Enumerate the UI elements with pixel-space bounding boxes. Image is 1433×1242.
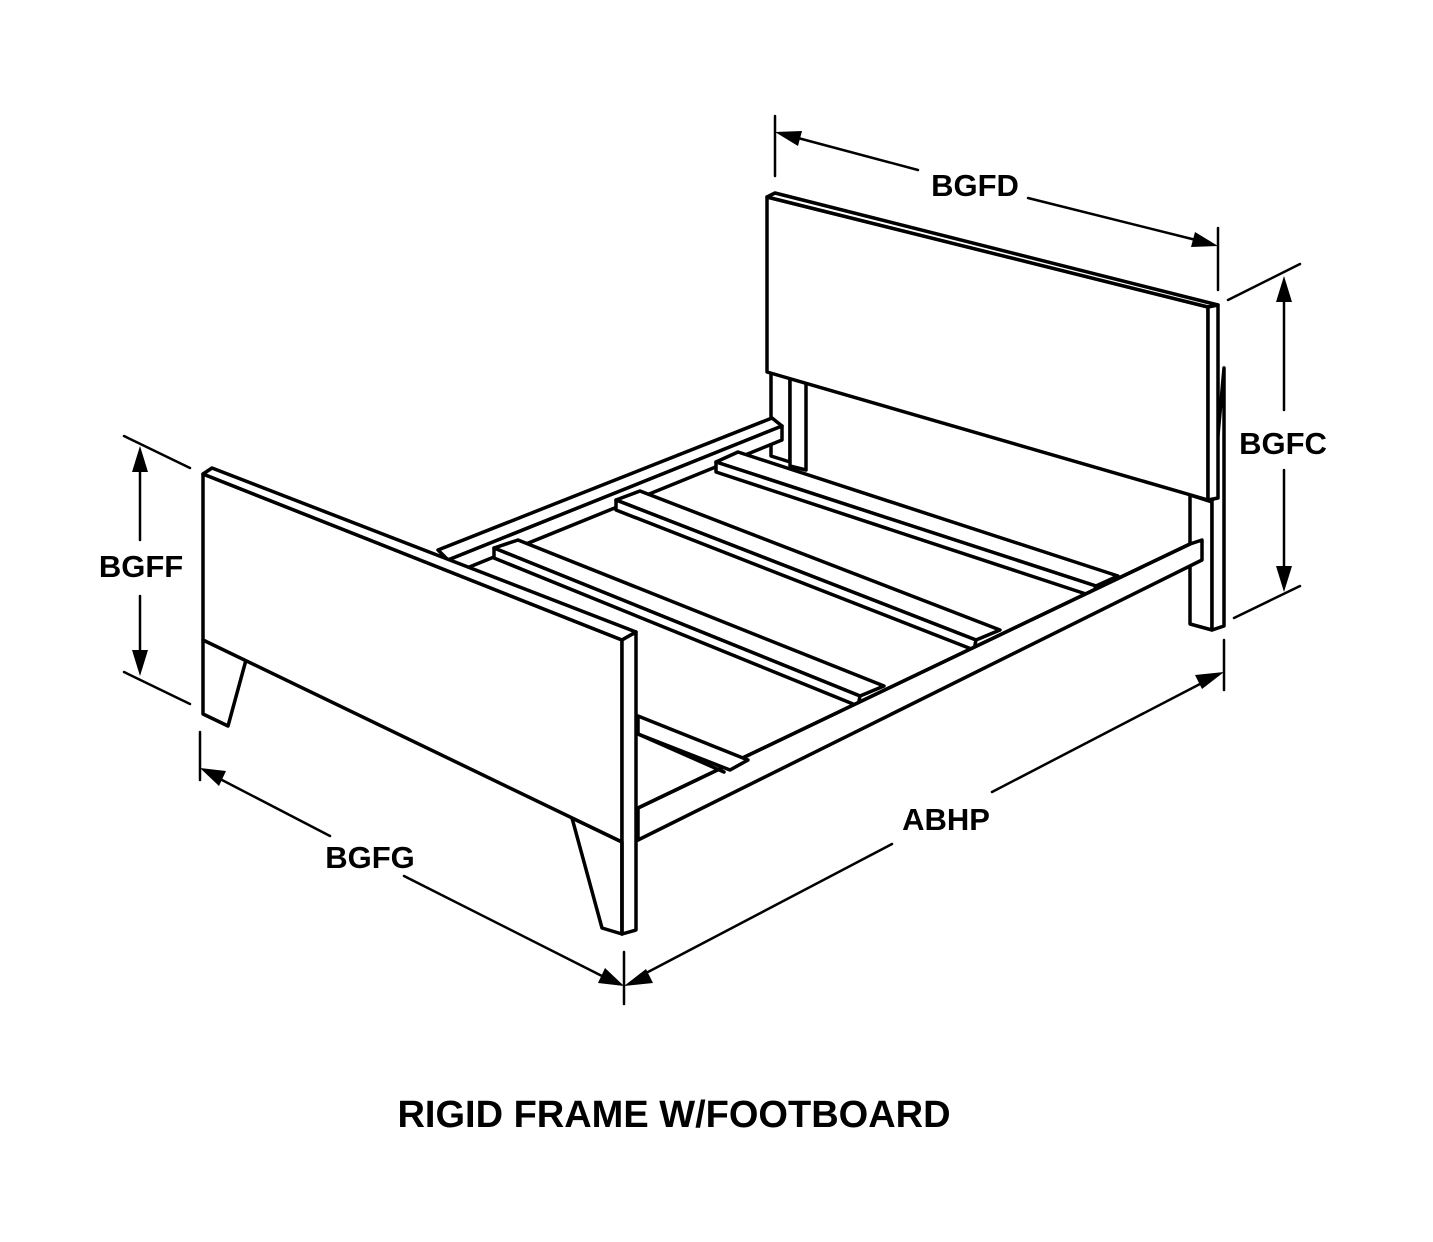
arrow-bgff-top xyxy=(132,446,148,472)
footboard-inner-rail-a xyxy=(636,714,750,772)
arrow-abhp-left xyxy=(624,969,653,986)
arrow-abhp-right xyxy=(1195,672,1224,689)
right-side-rail xyxy=(636,538,1204,842)
arrow-bgfc-bottom xyxy=(1276,566,1292,592)
dimension-bgff: BGFF xyxy=(99,434,192,706)
dimension-abhp: ABHP xyxy=(624,638,1226,986)
headboard-left-post-a xyxy=(769,370,792,464)
arrow-bgfd-right xyxy=(1191,232,1218,247)
label-bgff: BGFF xyxy=(99,549,183,584)
arrow-bgfd-left xyxy=(775,131,802,146)
headboard-left-post-b xyxy=(788,376,808,472)
label-bgfd: BGFD xyxy=(931,168,1019,203)
headboard-panel-front xyxy=(765,195,1210,502)
label-bgfg: BGFG xyxy=(325,840,415,875)
dimension-bgfc: BGFC xyxy=(1226,262,1327,620)
arrow-bgfc-top xyxy=(1276,276,1292,302)
label-abhp: ABHP xyxy=(902,802,990,837)
diagram-caption: RIGID FRAME W/FOOTBOARD xyxy=(397,1094,950,1136)
headboard xyxy=(765,191,1226,632)
dimension-bgfg: BGFG xyxy=(198,730,626,1006)
label-bgfc: BGFC xyxy=(1239,426,1327,461)
right-rail-front xyxy=(636,538,1204,842)
arrow-bgff-bottom xyxy=(132,650,148,676)
slat-back-front xyxy=(714,460,1098,598)
arrow-bgfg-left xyxy=(200,768,226,786)
footboard-inner-rail xyxy=(636,714,750,774)
left-side-rail xyxy=(436,416,784,572)
headboard-panel-side xyxy=(1206,303,1220,502)
dimension-bgfd: BGFD xyxy=(773,114,1220,292)
footboard xyxy=(201,466,638,936)
footboard-right-post-side xyxy=(620,630,638,936)
arrow-bgfg-right xyxy=(598,968,624,986)
